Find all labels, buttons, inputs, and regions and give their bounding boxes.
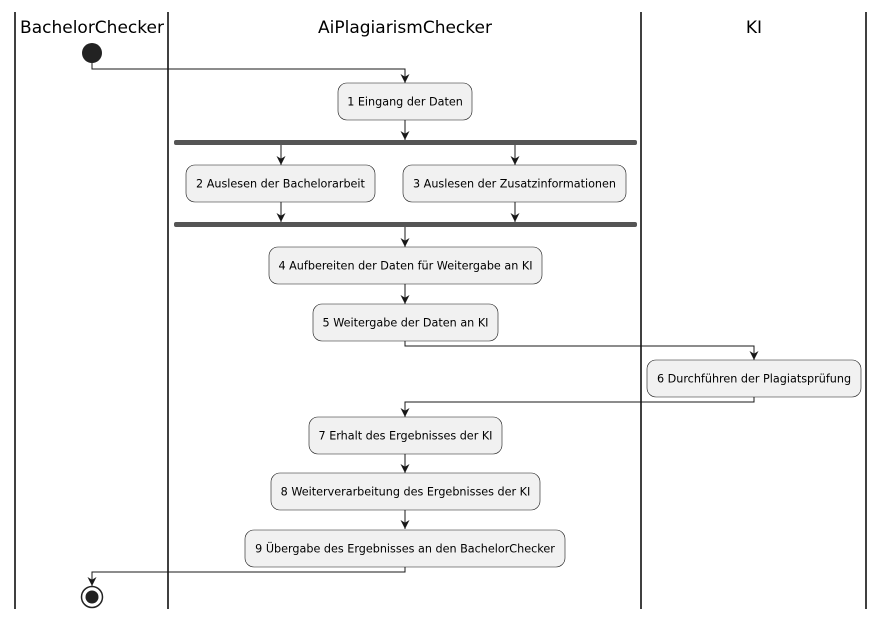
edge-6-to-7 <box>400 397 755 417</box>
lane-title-bachelorchecker: BachelorChecker <box>20 18 164 38</box>
activity-3-label: 3 Auslesen der Zusatzinformationen <box>413 178 616 191</box>
activity-5-label: 5 Weitergabe der Daten an KI <box>323 317 489 330</box>
join-bar <box>174 222 637 227</box>
activity-2: 2 Auslesen der Bachelorarbeit <box>185 164 376 203</box>
activity-1-label: 1 Eingang der Daten <box>347 96 463 109</box>
start-node <box>82 43 102 63</box>
activity-6: 6 Durchführen der Plagiatsprüfung <box>646 359 862 398</box>
activity-8: 8 Weiterverarbeitung des Ergebnisses der… <box>270 472 541 511</box>
activity-1: 1 Eingang der Daten <box>337 82 473 121</box>
activity-9-label: 9 Übergabe des Ergebnisses an den Bachel… <box>255 543 555 556</box>
activity-4-label: 4 Aufbereiten der Daten für Weitergabe a… <box>278 260 532 273</box>
edge-9-to-end <box>87 567 406 586</box>
lane-title-ki: KI <box>746 18 762 38</box>
lane-title-aiplagiarismchecker: AiPlagiarismChecker <box>318 18 492 38</box>
activity-4: 4 Aufbereiten der Daten für Weitergabe a… <box>268 246 543 285</box>
activity-2-label: 2 Auslesen der Bachelorarbeit <box>196 178 365 191</box>
activity-6-label: 6 Durchführen der Plagiatsprüfung <box>657 373 851 386</box>
activity-3: 3 Auslesen der Zusatzinformationen <box>402 164 627 203</box>
activity-9: 9 Übergabe des Ergebnisses an den Bachel… <box>244 529 566 568</box>
activity-5: 5 Weitergabe der Daten an KI <box>312 303 499 342</box>
edge-5-to-6 <box>404 341 759 360</box>
activity-8-label: 8 Weiterverarbeitung des Ergebnisses der… <box>281 486 531 499</box>
activity-7: 7 Erhalt des Ergebnisses der KI <box>308 416 503 455</box>
fork-bar <box>174 140 637 145</box>
edge-start-to-1 <box>91 63 410 83</box>
activity-7-label: 7 Erhalt des Ergebnisses der KI <box>319 430 493 443</box>
end-node <box>80 585 104 609</box>
